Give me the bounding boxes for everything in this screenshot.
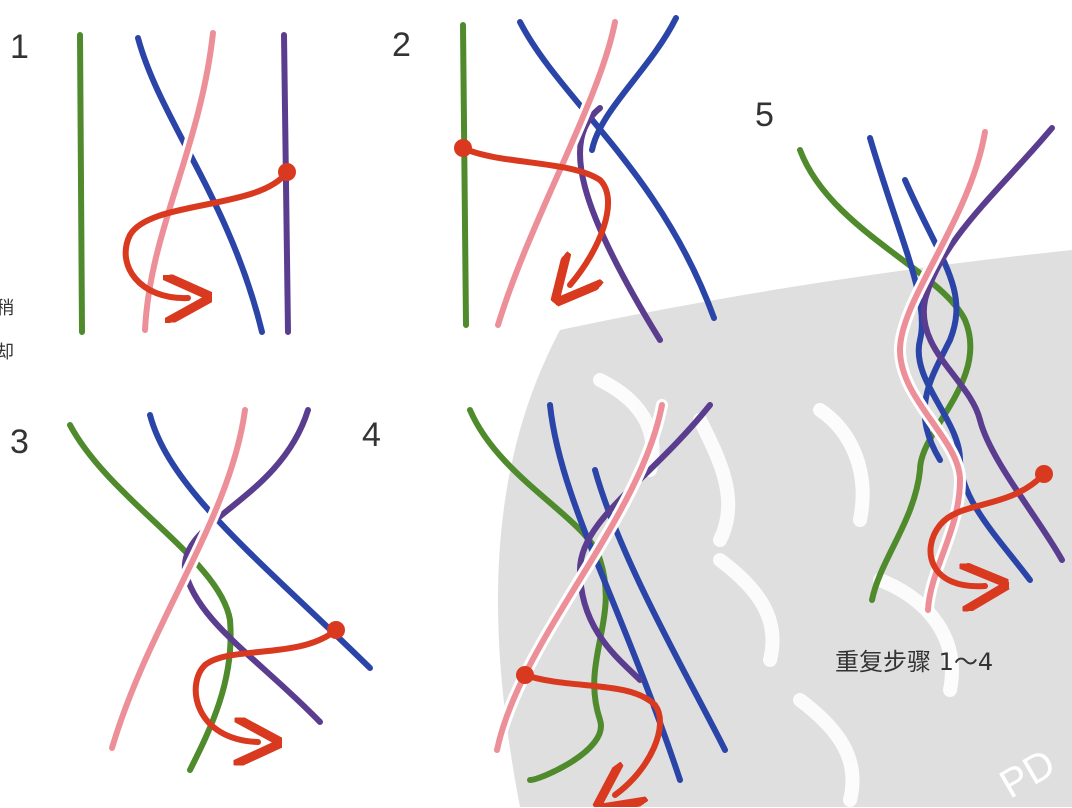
edge-text-1: 稍 xyxy=(0,300,14,318)
step-4-number: 4 xyxy=(362,418,381,452)
step-2-blue-cord-a xyxy=(520,22,714,318)
step-1-green-cord xyxy=(80,35,82,332)
step-4-red-dot xyxy=(516,666,534,684)
step-2-red-dot xyxy=(454,139,472,157)
step-1-diagram xyxy=(80,33,296,332)
step-5-red-dot xyxy=(1035,465,1053,483)
step-3-number: 3 xyxy=(10,425,29,459)
step-1-red-dot xyxy=(278,163,296,181)
step-3-diagram xyxy=(70,410,370,770)
step-2-blue-cord-b xyxy=(592,18,676,150)
step-2-green-cord xyxy=(463,25,466,325)
step-3-red-dot xyxy=(327,621,345,639)
step-2-diagram xyxy=(454,18,714,340)
step-5-number: 5 xyxy=(755,98,774,132)
step-1-purple-cord xyxy=(284,35,288,332)
step-3-red-cord xyxy=(196,630,336,742)
step-2-number: 2 xyxy=(392,28,411,62)
repeat-steps-caption: 重复步骤 1～4 xyxy=(835,650,993,674)
edge-text-2: 却 xyxy=(0,344,14,362)
step-1-number: 1 xyxy=(10,30,29,64)
step-3-purple-cord xyxy=(185,410,320,722)
